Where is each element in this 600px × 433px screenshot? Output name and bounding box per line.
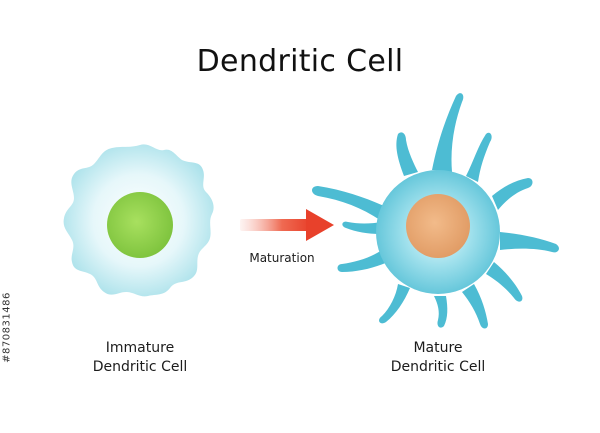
immature-cell-label: Immature Dendritic Cell: [70, 339, 210, 377]
mature-label-line2: Dendritic Cell: [390, 359, 486, 375]
mature-label-line1: Mature: [413, 340, 463, 356]
diagram-title: Dendritic Cell: [196, 44, 404, 79]
arrow-head-icon: [306, 209, 334, 241]
maturation-label: Maturation: [249, 251, 315, 265]
immature-label-line1: Immature: [105, 340, 175, 356]
mature-cell: [312, 93, 559, 329]
immature-cell: [63, 144, 214, 297]
stock-id: #870831486: [1, 292, 13, 363]
immature-nucleus: [107, 192, 173, 258]
mature-nucleus: [406, 194, 470, 258]
mature-cell-label: Mature Dendritic Cell: [368, 339, 508, 377]
maturation-arrow: [240, 209, 334, 241]
immature-label-line2: Dendritic Cell: [92, 359, 188, 375]
arrow-shaft: [240, 219, 310, 231]
mature-cell-dendrites: [312, 93, 559, 329]
